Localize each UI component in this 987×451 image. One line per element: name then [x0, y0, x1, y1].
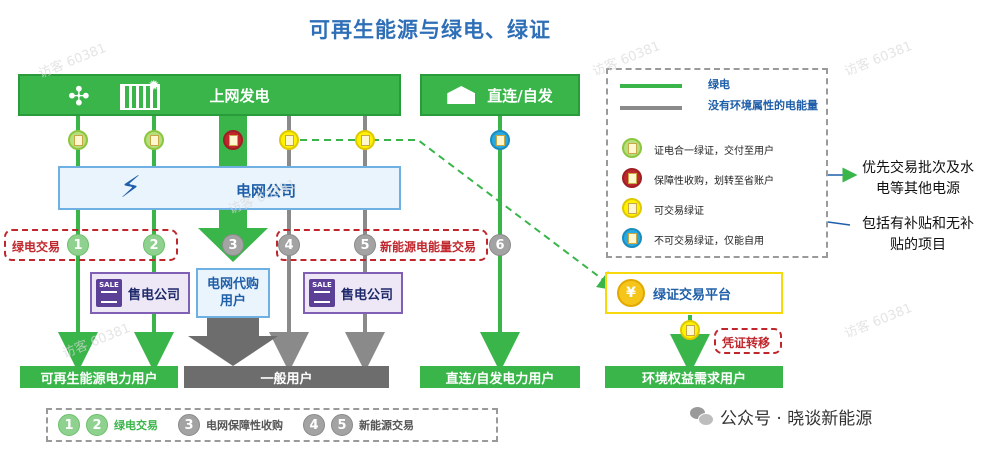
grid-generation-box: ✣ ✹ 上网发电	[18, 74, 401, 116]
wechat-label: 公众号 · 晓谈新能源	[720, 409, 873, 429]
circle-3: 3	[178, 414, 200, 436]
cert-red-icon	[223, 130, 243, 150]
renewable-users-bar: 可再生能源电力用户	[20, 366, 178, 388]
sale-icon: SALE	[96, 279, 122, 307]
bottom-legend-green-trade: 绿电交易	[114, 419, 158, 432]
agency-box: 电网代购用户	[196, 268, 270, 318]
legend-green-label: 绿电	[708, 78, 730, 91]
wind-turbine-icon: ✣	[68, 82, 90, 112]
legend-box: 绿电 没有环境属性的电能量 证电合一绿证，交付至用户 保障性收购，划转至省账户 …	[606, 68, 828, 258]
cert-yellow-icon	[279, 130, 299, 150]
transmission-tower-icon: ⚡	[120, 170, 142, 205]
legend-item-label: 证电合一绿证，交付至用户	[654, 146, 774, 157]
circle-1: 1	[67, 234, 89, 256]
new-energy-trade-label: 新能源电能量交易	[380, 240, 477, 254]
bottom-legend-new-energy: 新能源交易	[359, 419, 414, 432]
circle-5: 5	[331, 414, 353, 436]
legend-gray-label: 没有环境属性的电能量	[708, 99, 818, 112]
bottom-legend: 1 2 绿电交易 3 电网保障性收购 4 5 新能源交易	[46, 408, 498, 442]
sale-icon-text: SALE	[99, 281, 119, 289]
cert-green-icon	[144, 130, 164, 150]
page-title: 可再生能源与绿电、绿证	[309, 18, 551, 42]
sale-company-box-2: SALE 售电公司	[303, 272, 403, 314]
cert-green-icon	[68, 130, 88, 150]
cert-transfer-box: 凭证转移	[714, 328, 782, 354]
circle-6: 6	[489, 234, 511, 256]
sale-company-box-1: SALE 售电公司	[90, 272, 190, 314]
note-subsidy: 包括有补贴和无补贴的项目	[862, 216, 974, 253]
circle-2: 2	[143, 234, 165, 256]
legend-green-line	[620, 84, 682, 88]
cert-transfer-label: 凭证转移	[722, 336, 771, 350]
factory-icon	[447, 86, 476, 104]
agency-arrow-bottom	[188, 318, 278, 366]
sale-icon: SALE	[309, 279, 335, 307]
circle-4: 4	[278, 234, 300, 256]
env-users-bar: 环境权益需求用户	[605, 366, 783, 388]
circle-2: 2	[86, 414, 108, 436]
agency-label: 电网代购用户	[207, 277, 260, 309]
legend-item-label: 不可交易绿证，仅能自用	[654, 236, 764, 247]
sun-icon: ✹	[148, 78, 160, 94]
legend-gray-line	[620, 106, 682, 110]
green-trade-label: 绿电交易	[12, 240, 61, 254]
legend-item-label: 可交易绿证	[654, 206, 704, 217]
direct-generation-label: 直连/自发	[487, 86, 553, 105]
note-priority: 优先交易批次及水电等其他电源	[862, 160, 974, 197]
green-trade-box: 绿电交易	[4, 229, 178, 261]
cert-red-icon	[622, 168, 642, 188]
circle-1: 1	[58, 414, 80, 436]
green-cert-platform-label: 绿证交易平台	[653, 287, 732, 303]
circle-5: 5	[354, 234, 376, 256]
bottom-legend-grid-guarantee: 电网保障性收购	[206, 419, 283, 432]
wechat-icon	[690, 406, 714, 427]
new-energy-trade-box: 新能源电能量交易	[276, 229, 488, 261]
grid-generation-label: 上网发电	[209, 86, 270, 105]
dashed-cert-path	[300, 139, 618, 292]
coin-icon: ¥	[617, 279, 645, 307]
cert-blue-icon	[622, 228, 642, 248]
grid-company-box: ⚡ 电网公司	[58, 166, 401, 210]
direct-users-bar: 直连/自发电力用户	[420, 366, 580, 388]
sale-company-label: 售电公司	[341, 287, 394, 303]
sale-company-label: 售电公司	[128, 287, 181, 303]
general-users-bar: 一般用户	[184, 366, 389, 388]
legend-item-label: 保障性收购，划转至省账户	[654, 176, 774, 187]
wechat-account: 公众号 · 晓谈新能源	[690, 404, 872, 429]
cert-yellow-icon	[622, 198, 642, 218]
circle-3: 3	[222, 234, 244, 256]
solar-panel-icon	[120, 84, 160, 110]
cert-green-icon	[622, 138, 642, 158]
green-cert-platform-box: ¥ 绿证交易平台	[605, 272, 783, 314]
grid-company-label: 电网公司	[236, 182, 297, 200]
direct-generation-box: 直连/自发	[420, 74, 580, 116]
cert-yellow-icon	[680, 320, 700, 340]
sale-icon-text: SALE	[312, 281, 332, 289]
cert-yellow-icon	[355, 130, 375, 150]
cert-blue-icon	[490, 130, 510, 150]
circle-4: 4	[303, 414, 325, 436]
